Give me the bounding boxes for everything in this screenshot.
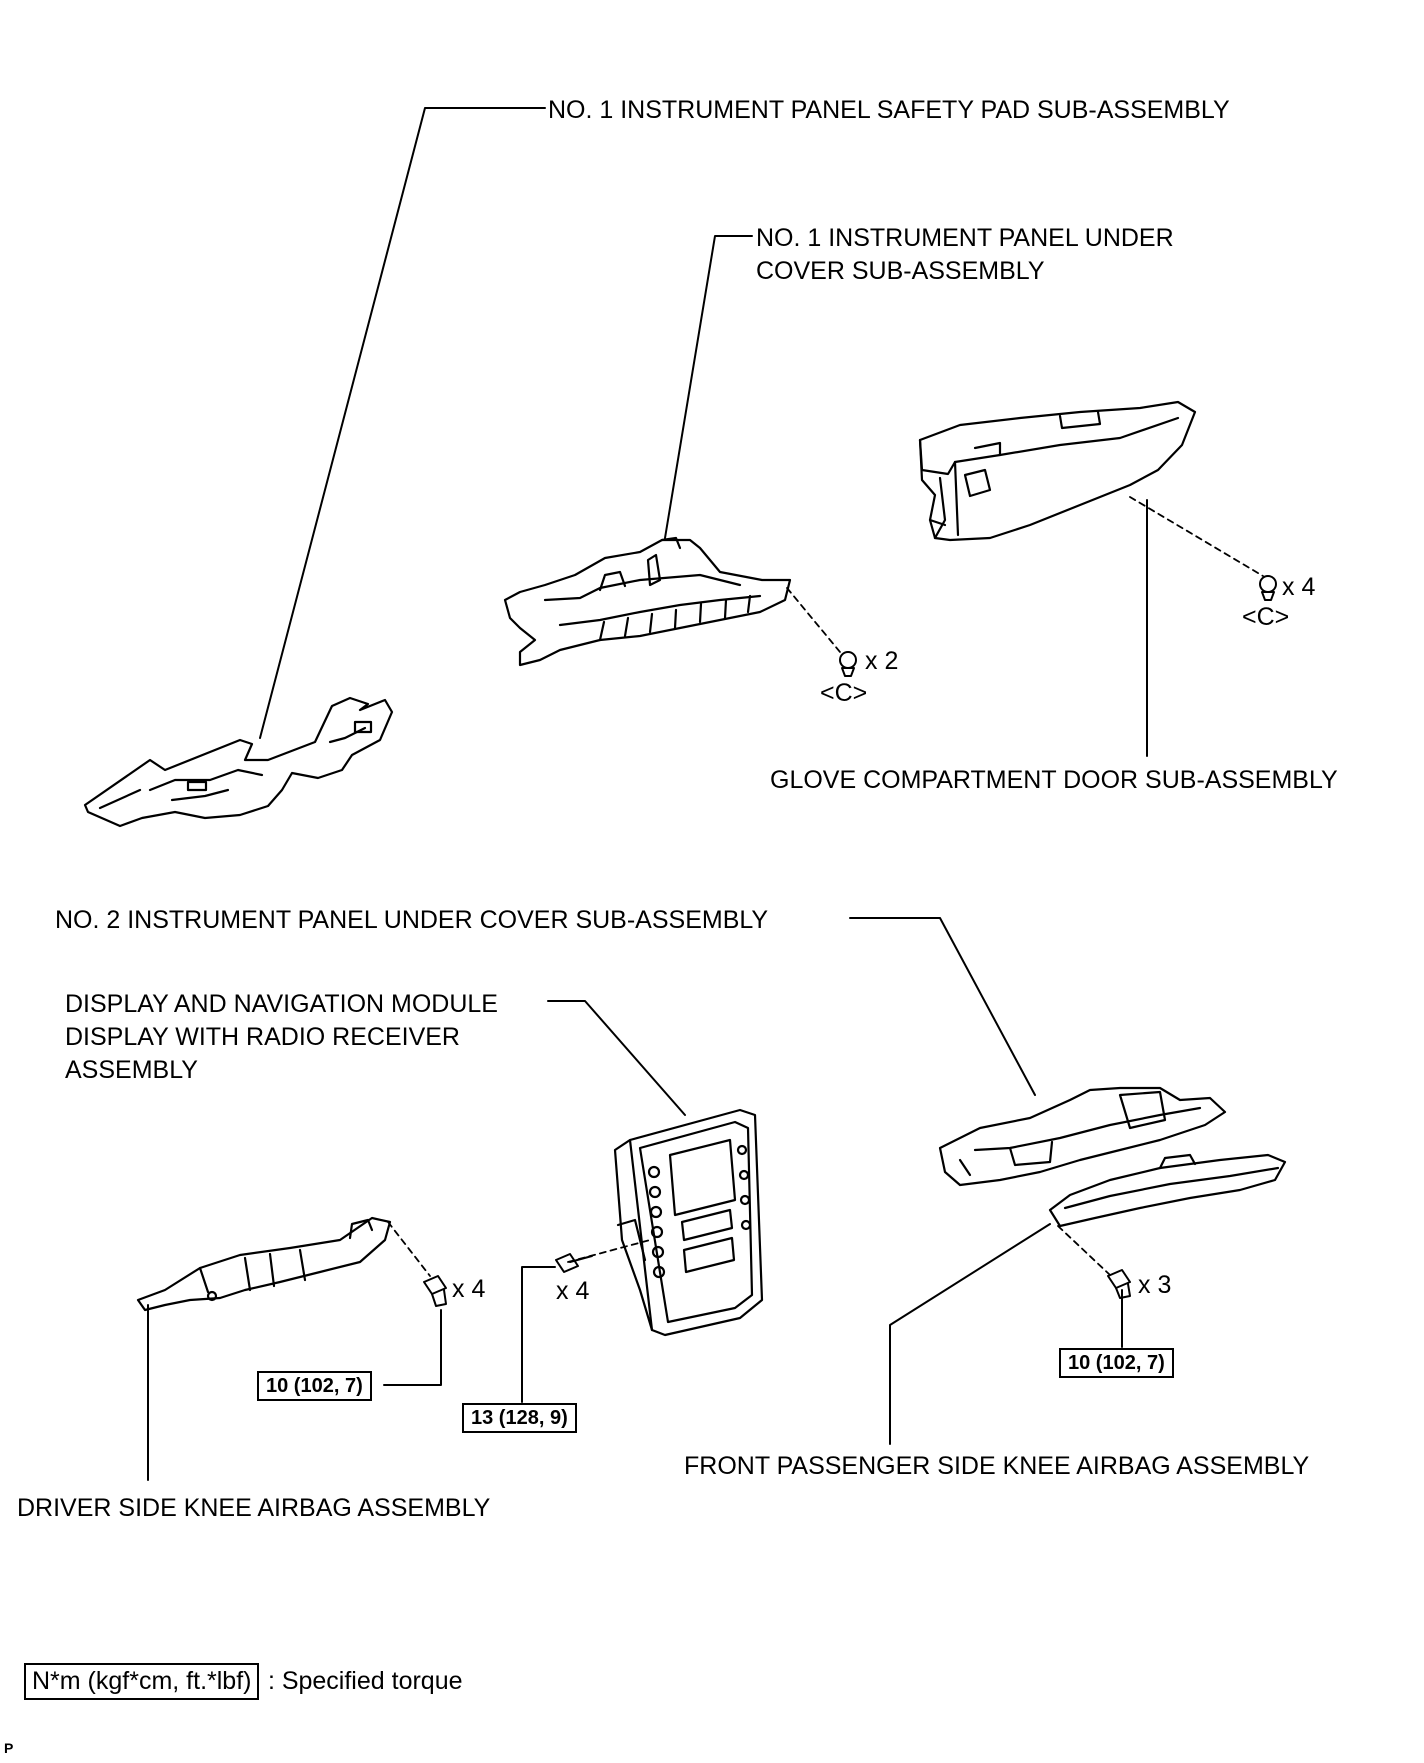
leader-under-cover-1 [664, 235, 753, 539]
count-driver-knee: x 4 [452, 1275, 486, 1303]
glove-door-part [918, 400, 1197, 542]
torque-display: 13 (128, 9) [462, 1403, 577, 1433]
passenger-knee-airbag-part [1048, 1153, 1287, 1228]
label-under-cover-2: NO. 2 INSTRUMENT PANEL UNDER COVER SUB-A… [55, 906, 769, 934]
bolt-icon-driver-knee [423, 1275, 447, 1307]
label-display-line2: DISPLAY WITH RADIO RECEIVER [65, 1023, 460, 1051]
count-display: x 4 [556, 1277, 590, 1305]
label-display-line1: DISPLAY AND NAVIGATION MODULE [65, 990, 498, 1018]
label-display-line3: ASSEMBLY [65, 1056, 198, 1084]
leader-lines [147, 107, 1148, 1481]
safety-pad-part [83, 696, 394, 828]
label-safety-pad: NO. 1 INSTRUMENT PANEL SAFETY PAD SUB-AS… [548, 96, 1230, 124]
fastener-icons [423, 575, 1277, 1307]
bolt-icon-display [555, 1253, 593, 1273]
leader-passenger-knee [889, 1223, 1051, 1445]
leader-display [547, 1000, 686, 1116]
clip-icon-glove-door [1259, 575, 1277, 601]
leader-torque-driver [383, 1309, 442, 1386]
under-cover-1-part [503, 536, 792, 667]
legend-text: : Specified torque [267, 1667, 463, 1695]
leader-torque-display [521, 1266, 556, 1403]
label-under-cover-1-line2: COVER SUB-ASSEMBLY [756, 257, 1045, 285]
leader-under-cover-2 [849, 917, 1036, 1096]
count-passenger-knee: x 3 [1138, 1271, 1172, 1299]
display-module-part [613, 1108, 764, 1337]
torque-legend: N*m (kgf*cm, ft.*lbf) : Specified torque [24, 1663, 463, 1700]
legend-unit-box: N*m (kgf*cm, ft.*lbf) [24, 1663, 260, 1700]
corner-mark: P [4, 1740, 14, 1756]
label-under-cover-1-line1: NO. 1 INSTRUMENT PANEL UNDER [756, 224, 1174, 252]
count-glove-door: x 4 [1282, 573, 1316, 601]
fastener-leaders [387, 496, 1264, 1277]
torque-driver-knee: 10 (102, 7) [257, 1371, 372, 1401]
clip-icon-under-cover-1 [839, 651, 857, 677]
label-glove-door: GLOVE COMPARTMENT DOOR SUB-ASSEMBLY [770, 766, 1338, 794]
bolt-icon-passenger-knee [1107, 1269, 1131, 1299]
torque-passenger-knee: 10 (102, 7) [1059, 1348, 1174, 1378]
count-under-cover-1: x 2 [865, 647, 899, 675]
leader-safety-pad [259, 107, 546, 739]
code-glove-door: <C> [1242, 603, 1290, 631]
driver-knee-airbag-part [136, 1216, 392, 1312]
label-driver-knee: DRIVER SIDE KNEE AIRBAG ASSEMBLY [17, 1494, 491, 1522]
label-passenger-knee: FRONT PASSENGER SIDE KNEE AIRBAG ASSEMBL… [684, 1452, 1310, 1480]
under-cover-2-part [938, 1086, 1227, 1187]
code-under-cover-1: <C> [820, 679, 868, 707]
